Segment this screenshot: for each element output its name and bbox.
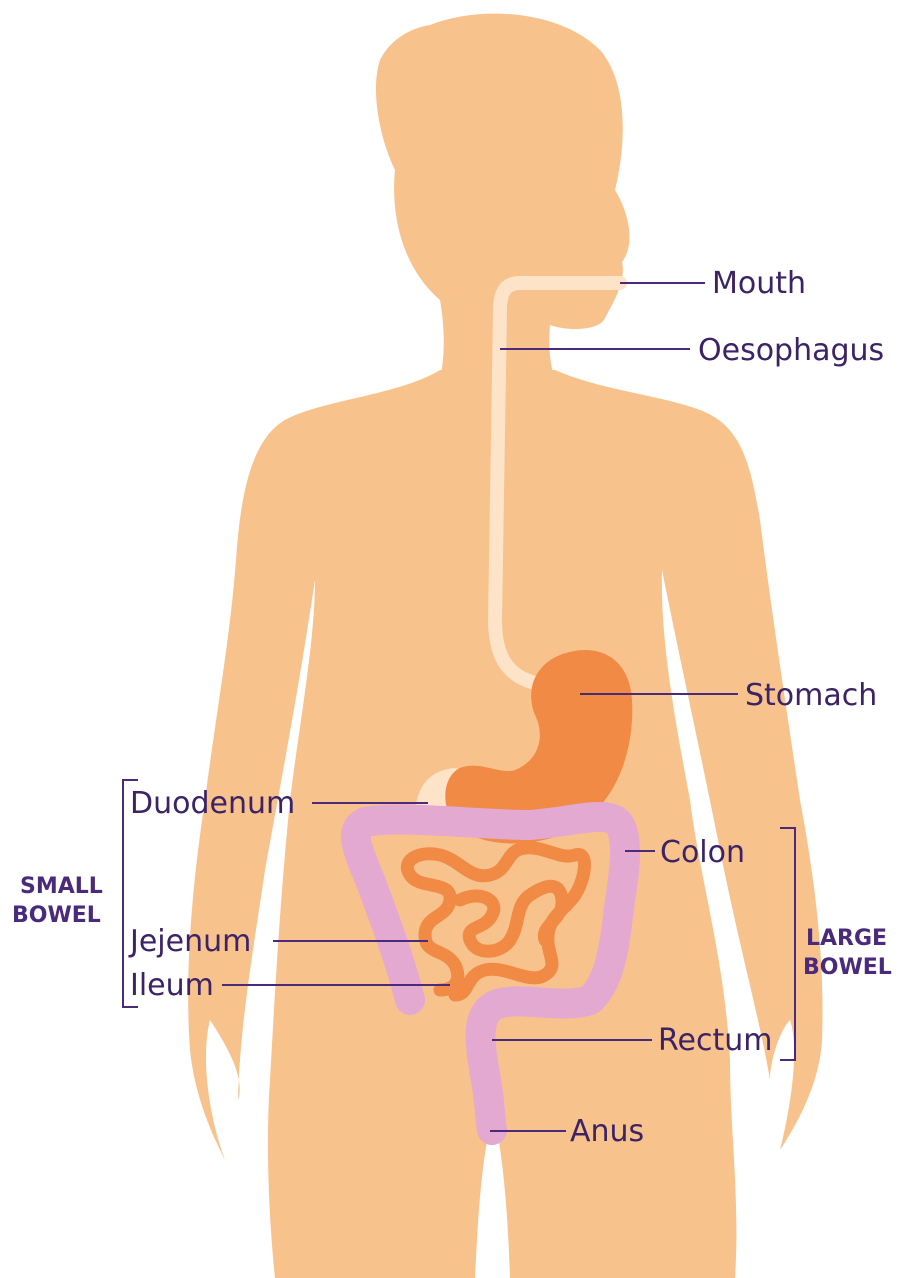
stomach-label: Stomach	[745, 678, 877, 713]
colon-label: Colon	[660, 835, 745, 870]
ileum-label: Ileum	[130, 968, 214, 1003]
body-silhouette	[188, 14, 822, 1278]
duodenum-label: Duodenum	[130, 786, 295, 821]
oesophagus-label: Oesophagus	[698, 333, 884, 368]
jejenum-label: Jejenum	[128, 924, 251, 959]
small-bowel-label-line2: BOWEL	[12, 903, 101, 928]
rectum-label: Rectum	[658, 1023, 772, 1058]
small-bowel-label-line1: SMALL	[20, 874, 103, 899]
anus-label: Anus	[570, 1114, 644, 1149]
large-bowel-label-line2: BOWEL	[803, 955, 892, 980]
large-bowel-label-line1: LARGE	[806, 926, 887, 951]
mouth-label: Mouth	[712, 266, 806, 301]
